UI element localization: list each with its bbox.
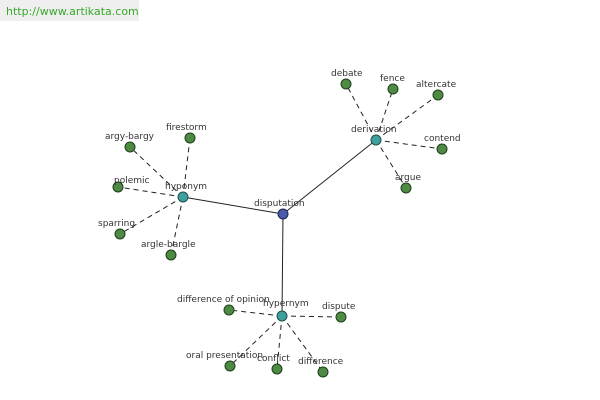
leaf-label-argue[interactable]: argue — [395, 173, 421, 183]
leaf-node-difference-of-opinion[interactable] — [223, 304, 235, 316]
relation-node-hypernym[interactable] — [276, 310, 288, 322]
relation-label-derivation[interactable]: derivation — [351, 125, 397, 135]
labels-layer: argy-bargy firestorm polemic sparring argle-… — [98, 69, 461, 367]
edges-layer — [117, 83, 443, 373]
leaf-node-oral-presentation[interactable] — [224, 360, 236, 372]
leaf-label-oral-presentation[interactable]: oral presentation — [186, 351, 263, 361]
edge-hypernym-dispute — [281, 315, 342, 318]
leaf-label-conflict[interactable]: conflict — [257, 354, 290, 364]
edge-hyponym-argy-bargy — [129, 146, 184, 198]
site-url-banner[interactable]: http://www.artikata.com — [0, 0, 139, 21]
leaf-label-difference-of-opinion[interactable]: difference of opinion — [177, 295, 270, 305]
edge-hyponym-sparring — [119, 196, 184, 235]
leaf-node-contend[interactable] — [436, 143, 448, 155]
relation-node-derivation[interactable] — [370, 134, 382, 146]
leaf-label-sparring[interactable]: sparring — [98, 219, 135, 229]
relation-label-hyponym[interactable]: hyponym — [165, 182, 207, 192]
leaf-node-polemic[interactable] — [112, 181, 124, 193]
edge-hyponym-firestorm — [182, 137, 191, 198]
edge-root-hypernym — [281, 213, 284, 317]
leaf-node-argy-bargy[interactable] — [124, 141, 136, 153]
edge-hypernym-oral-presentation — [229, 315, 283, 367]
edge-hyponym-argle-bargle — [170, 196, 184, 256]
leaf-node-argue[interactable] — [400, 182, 412, 194]
nodes-layer — [112, 78, 448, 378]
leaf-label-argy-bargy[interactable]: argy-bargy — [105, 132, 155, 142]
leaf-label-contend[interactable]: contend — [424, 134, 461, 144]
leaf-node-sparring[interactable] — [114, 228, 126, 240]
leaf-label-argle-bargle[interactable]: argle-bargle — [141, 240, 196, 250]
leaf-node-fence[interactable] — [387, 83, 399, 95]
leaf-label-difference[interactable]: difference — [298, 357, 344, 367]
edge-hypernym-difference — [281, 315, 324, 373]
leaf-node-altercate[interactable] — [432, 89, 444, 101]
relation-node-hyponym[interactable] — [177, 191, 189, 203]
leaf-label-fence[interactable]: fence — [380, 74, 405, 84]
leaf-node-difference[interactable] — [317, 366, 329, 378]
leaf-node-argle-bargle[interactable] — [165, 249, 177, 261]
leaf-label-debate[interactable]: debate — [331, 69, 363, 79]
root-node[interactable] — [277, 208, 289, 220]
edge-derivation-contend — [375, 139, 443, 150]
leaf-node-conflict[interactable] — [271, 363, 283, 375]
edge-root-derivation — [282, 139, 377, 215]
root-label[interactable]: disputation — [254, 199, 305, 209]
edge-derivation-debate — [345, 83, 377, 141]
leaf-node-dispute[interactable] — [335, 311, 347, 323]
leaf-node-debate[interactable] — [340, 78, 352, 90]
leaf-label-firestorm[interactable]: firestorm — [166, 123, 207, 133]
leaf-label-dispute[interactable]: dispute — [322, 302, 356, 312]
edge-hypernym-difference-of-opinion — [228, 309, 283, 317]
edge-derivation-argue — [375, 139, 407, 189]
leaf-label-altercate[interactable]: altercate — [416, 80, 457, 90]
edge-derivation-altercate — [375, 94, 439, 141]
edge-hyponym-polemic — [117, 186, 184, 198]
relation-label-hypernym[interactable]: hypernym — [263, 299, 309, 309]
leaf-node-firestorm[interactable] — [184, 132, 196, 144]
edge-root-hyponym — [182, 196, 284, 215]
leaf-label-polemic[interactable]: polemic — [114, 176, 150, 186]
